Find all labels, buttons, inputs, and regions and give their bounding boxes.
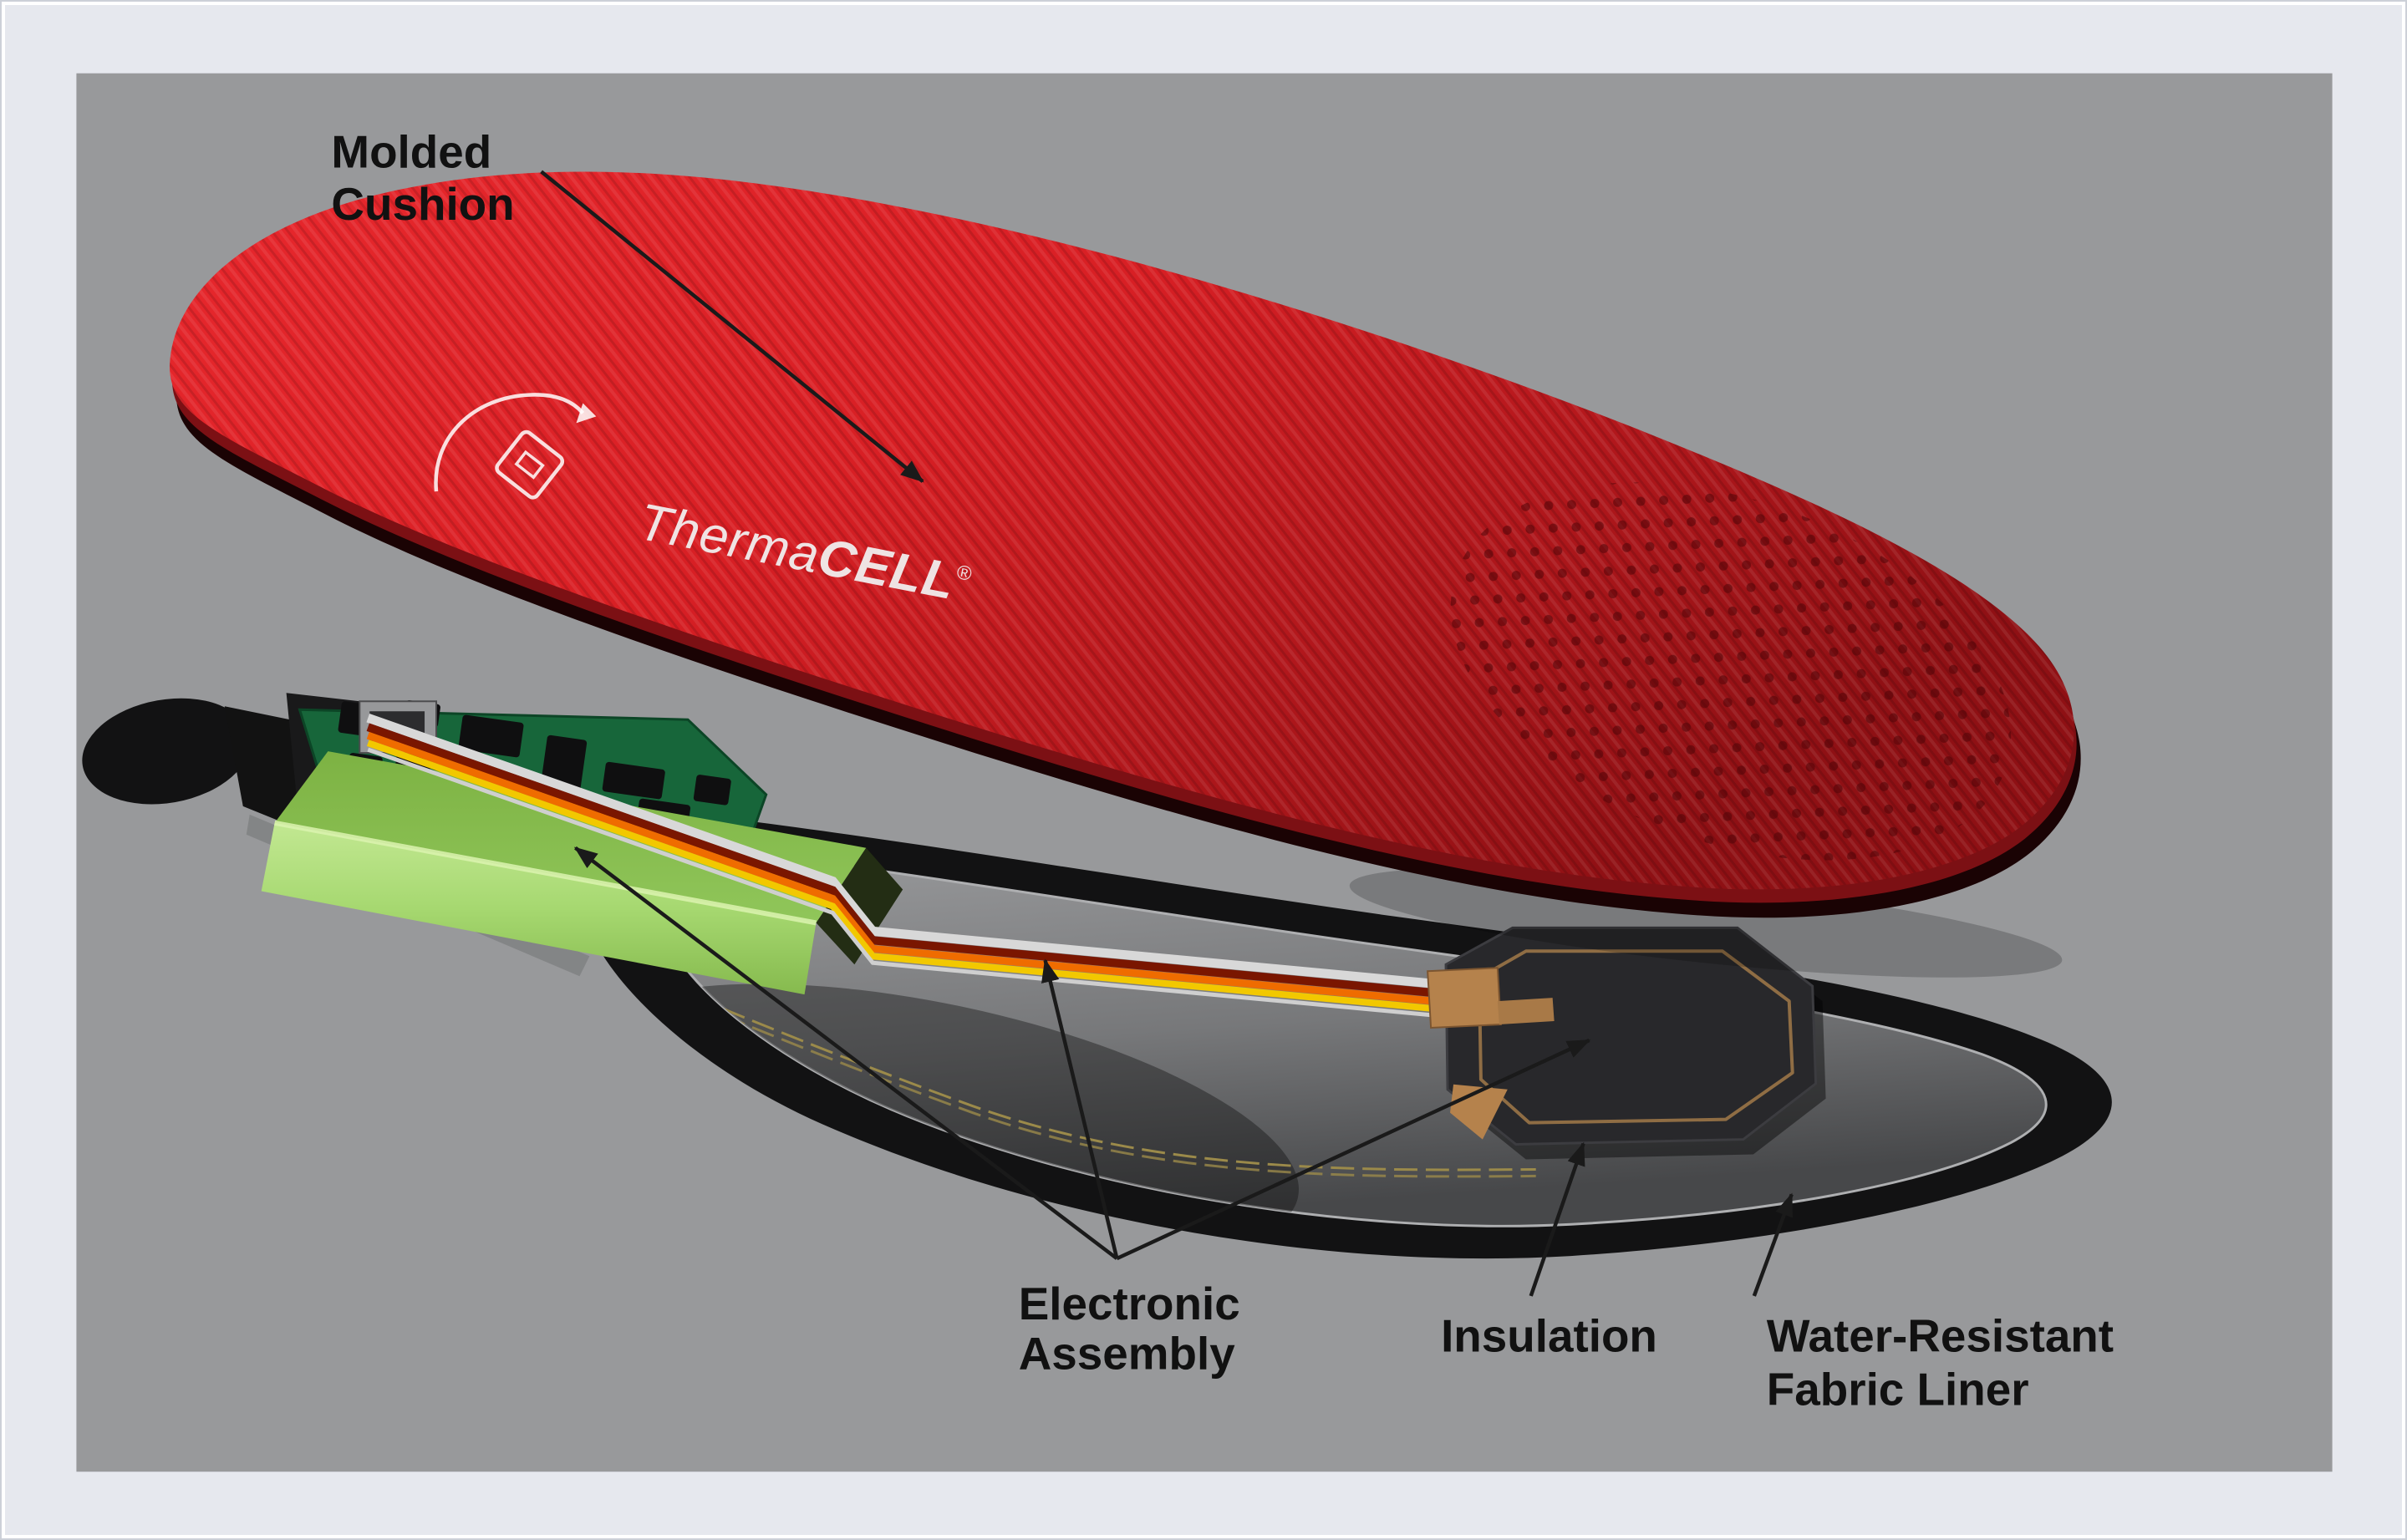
- molded-cushion-insole: ThermaCELL®: [170, 171, 2081, 918]
- sensor-wire: [629, 841, 1536, 1172]
- label-molded-cushion-line2: Cushion: [331, 178, 514, 230]
- callout-arrows: [540, 170, 1794, 1297]
- label-insulation: Insulation: [1441, 1310, 1657, 1362]
- label-electronic-assembly-line2: Assembly: [1019, 1328, 1235, 1380]
- heel-rotate-icon: [434, 393, 597, 500]
- wire-bundle: [366, 714, 1443, 1019]
- label-water-resistant-line2: Fabric Liner: [1767, 1364, 2029, 1415]
- heating-element-stub: [1497, 998, 1555, 1025]
- electronic-assembly-arrow-wire: [1041, 958, 1119, 1259]
- heating-element: [1427, 926, 1826, 1160]
- label-water-resistant-line1: Water-Resistant: [1767, 1310, 2114, 1362]
- wire-white-lower: [367, 747, 1443, 1019]
- insole-diagram: ThermaCELL® Molded Cushion Electronic As…: [76, 73, 2333, 1472]
- wire-yellow: [366, 740, 1443, 1014]
- insole-perforations: [1450, 482, 2012, 861]
- battery-edge-highlight: [274, 820, 817, 926]
- insulation-arrow: [1529, 1141, 1585, 1297]
- heating-element-terminal: [1427, 967, 1502, 1029]
- rotate-arc: [434, 393, 585, 492]
- insole-cast-shadow: [1349, 868, 2063, 978]
- rotate-square: [495, 429, 565, 500]
- battery-pack: [261, 751, 903, 995]
- water-resistant-liner-arrow: [1752, 1192, 1794, 1297]
- battery-end-face: [816, 847, 903, 965]
- label-molded-cushion-line1: Molded: [331, 125, 491, 177]
- battery-top-face: [274, 751, 867, 923]
- sensor-wire-return: [629, 841, 1536, 1178]
- label-electronic-assembly-line1: Electronic: [1019, 1278, 1240, 1329]
- wire-dark-red: [366, 723, 1443, 999]
- registered-mark: ®: [954, 561, 974, 586]
- electronic-assembly-arrow-pad: [1116, 1038, 1591, 1261]
- molded-cushion-arrow: [540, 170, 924, 483]
- electronic-assembly-arrow-pcb: [573, 846, 1118, 1260]
- wire-white: [366, 714, 1443, 989]
- callout-labels: Molded Cushion Electronic Assembly Insul…: [331, 125, 2114, 1415]
- wire-orange: [366, 731, 1443, 1006]
- battery-front-face: [261, 822, 817, 995]
- liner-heel-tab: [82, 698, 251, 805]
- rotate-arc-arrowhead: [576, 403, 597, 424]
- fabric-liner-assembly: [82, 693, 2112, 1259]
